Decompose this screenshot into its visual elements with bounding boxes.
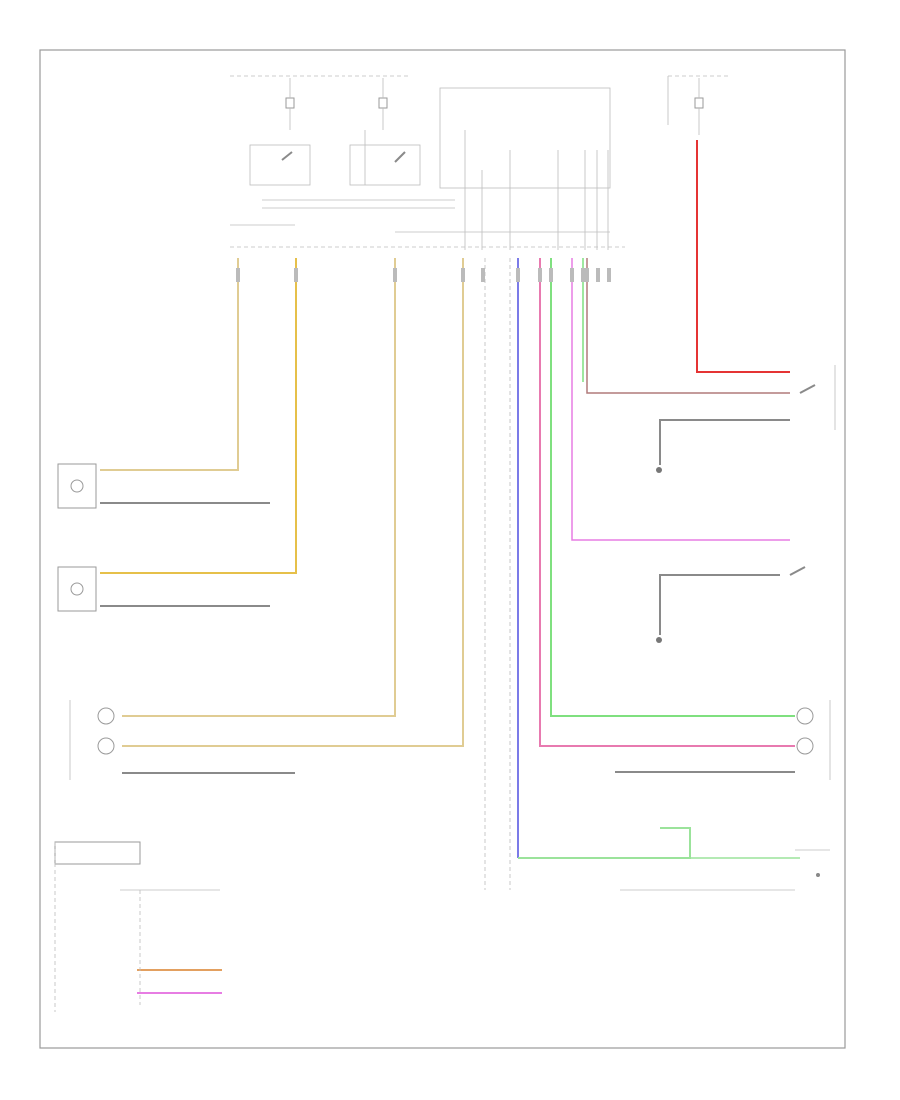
headlamp-switch (799, 365, 836, 430)
connector-pins (236, 268, 611, 282)
fuse-block-mid (348, 75, 421, 186)
wire-brown-headlamp-switch (586, 258, 790, 394)
multifunction-switch (54, 258, 511, 1012)
diagram-frame (39, 49, 846, 1049)
ground-wires (100, 419, 795, 891)
fuse-block-left (230, 75, 455, 209)
auto-lamp-sensor (795, 849, 830, 877)
wire-green-bottom (518, 827, 691, 859)
wire-yellow-right-park (100, 258, 297, 574)
ground-g2 (656, 637, 662, 643)
wire-yellow-left-headlamp (122, 258, 464, 747)
right-headlamp (796, 700, 831, 780)
wire-magenta-turn-signal (571, 258, 790, 541)
wire-tan-left-headlamp (122, 258, 396, 717)
wire-red-power (696, 140, 790, 373)
wire-tan-left-park (100, 258, 239, 471)
lighting-control-module (439, 87, 611, 250)
fuse-block-right (667, 75, 730, 135)
turn-signal-switch (789, 566, 806, 576)
right-park-lamp (57, 566, 97, 612)
left-park-lamp (57, 463, 97, 509)
ground-g1 (656, 467, 662, 473)
left-headlamp (69, 700, 115, 780)
wire-pink-right-headlamp (539, 258, 795, 747)
wire-green-right-headlamp (550, 258, 795, 717)
